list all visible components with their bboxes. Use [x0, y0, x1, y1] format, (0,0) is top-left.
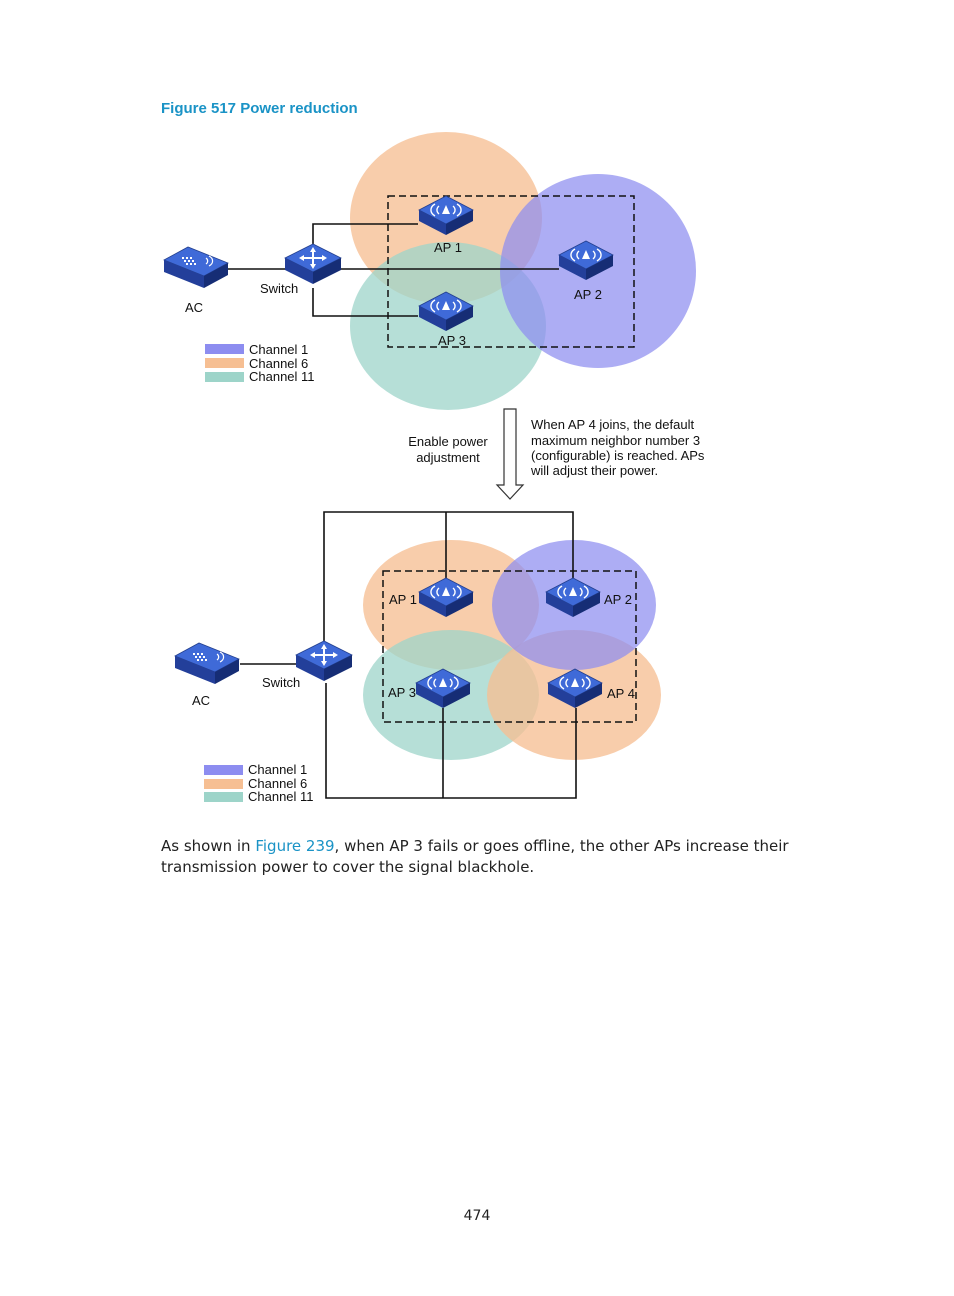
legend-label-channel-6: Channel 6 [249, 356, 308, 371]
down-arrow [495, 408, 525, 500]
links [228, 223, 559, 317]
legend-swatch-channel-1 [205, 344, 244, 354]
ac-icon[interactable] [174, 642, 240, 685]
page-number: 474 [463, 1208, 491, 1224]
ap4-label: AP 4 [607, 686, 635, 701]
note-line-3: (configurable) is reached. APs [531, 448, 705, 463]
power-reduction-diagram: AC Switch AP 1 AP 2 AP 3 Channel 1 Chann… [163, 132, 705, 804]
links [240, 511, 577, 799]
ap1-label: AP 1 [434, 240, 462, 255]
switch-icon[interactable] [284, 243, 342, 285]
note-line-1: When AP 4 joins, the default [531, 417, 694, 432]
legend-swatch-channel-11 [204, 792, 243, 802]
action-line-2: adjustment [416, 450, 480, 465]
figure-title: Figure 517 Power reduction [161, 100, 358, 117]
note-line-4: will adjust their power. [530, 463, 658, 478]
ap3-label: AP 3 [438, 333, 466, 348]
legend-swatch-channel-1 [204, 765, 243, 775]
bottom-network-diagram: AC Switch AP 1 AP 2 AP 3 AP 4 Channel 1 … [174, 511, 661, 804]
body-text-before-link: As shown in [161, 837, 256, 855]
legend-swatch-channel-11 [205, 372, 244, 382]
transition: Enable power adjustment When AP 4 joins,… [408, 408, 705, 500]
ac-label: AC [185, 300, 203, 315]
ac-label: AC [192, 693, 210, 708]
switch-label: Switch [262, 675, 300, 690]
switch-label: Switch [260, 281, 298, 296]
service-area-boundary [387, 195, 635, 348]
legend-swatch-channel-6 [204, 779, 243, 789]
service-area-boundary [382, 570, 637, 723]
legend-top: Channel 1 Channel 6 Channel 11 [205, 342, 315, 384]
top-network-diagram: AC Switch AP 1 AP 2 AP 3 Channel 1 Chann… [163, 132, 696, 410]
ac-icon[interactable] [163, 246, 229, 289]
legend-label-channel-11: Channel 11 [248, 789, 314, 804]
action-line-1: Enable power [408, 434, 488, 449]
figure-239-link[interactable]: Figure 239 [255, 837, 335, 855]
ap3-label: AP 3 [388, 685, 416, 700]
legend-bottom: Channel 1 Channel 6 Channel 11 [204, 762, 314, 804]
body-paragraph: As shown in Figure 239, when AP 3 fails … [161, 836, 871, 878]
legend-label-channel-1: Channel 1 [249, 342, 308, 357]
legend-label-channel-11: Channel 11 [249, 369, 315, 384]
ap1-label: AP 1 [389, 592, 417, 607]
ap2-label: AP 2 [574, 287, 602, 302]
legend-label-channel-1: Channel 1 [248, 762, 307, 777]
ap2-label: AP 2 [604, 592, 632, 607]
note-line-2: maximum neighbor number 3 [531, 433, 700, 448]
switch-icon[interactable] [295, 640, 353, 682]
legend-swatch-channel-6 [205, 358, 244, 368]
legend-label-channel-6: Channel 6 [248, 776, 307, 791]
body-text-after-link: , when AP 3 fails or goes offline, the o… [161, 837, 789, 876]
